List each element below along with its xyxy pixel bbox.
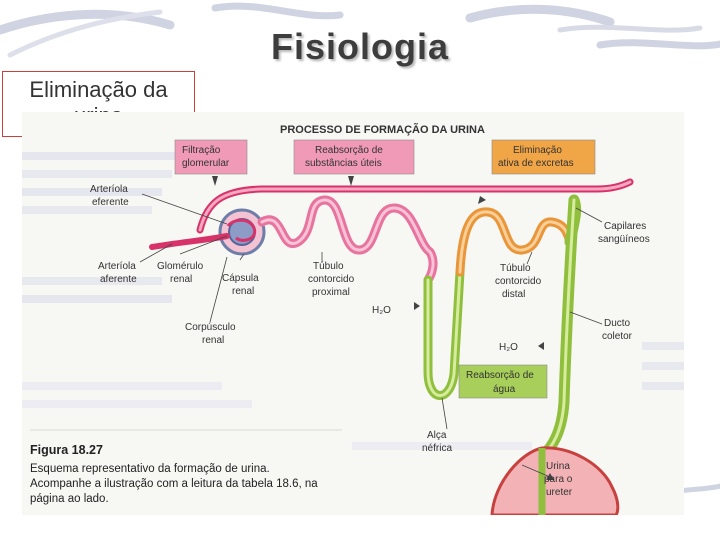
label-ducto-1: Ducto (604, 318, 631, 329)
label-h2o-2: H₂O (499, 342, 518, 353)
label-alca-2: néfrica (422, 443, 452, 454)
label-corpusculo-1: Corpúsculo (185, 322, 236, 333)
label-capsula-1: Cápsula (222, 273, 259, 284)
label-glomerulo-2: renal (170, 274, 192, 285)
label-urina-2: para o (544, 474, 573, 485)
box-filtracao-line-2: glomerular (182, 158, 230, 169)
caption-line-1: Esquema representativo da formação de ur… (30, 463, 270, 475)
caption-label: Figura 18.27 (30, 443, 103, 457)
nephron-diagram: PROCESSO DE FORMAÇÃO DA URINA Filtração … (22, 112, 684, 515)
label-tubulo-proximal-2: contorcido (308, 274, 355, 285)
box-eliminacao-excretas: Eliminação ativa de excretas (492, 140, 595, 174)
label-alca-1: Alça (427, 430, 447, 441)
label-ducto-2: coletor (602, 331, 633, 342)
renal-corpuscle (220, 210, 264, 254)
box-eliminacao-line-1: Eliminação (513, 145, 562, 156)
box-agua-line-2: água (493, 384, 516, 395)
label-arteriola-aferente-2: aferente (100, 274, 137, 285)
label-tubulo-distal-1: Túbulo (500, 263, 531, 274)
box-eliminacao-line-2: ativa de excretas (498, 158, 574, 169)
label-arteriola-eferente-2: eferente (92, 197, 129, 208)
label-tubulo-distal-3: distal (502, 289, 525, 300)
box-reabsorcao-line-1: Reabsorção de (315, 145, 383, 156)
box-reabsorcao-agua: Reabsorção de água (459, 365, 547, 398)
label-tubulo-proximal-3: proximal (312, 287, 350, 298)
slide-title: Fisiologia (0, 26, 720, 68)
urine-formation-figure: PROCESSO DE FORMAÇÃO DA URINA Filtração … (22, 112, 684, 515)
label-arteriola-eferente-1: Arteríola (90, 184, 128, 195)
box-reabsorcao-substancias: Reabsorção de substâncias úteis (294, 140, 414, 174)
figure-caption: Figura 18.27 Esquema representativo da f… (30, 430, 342, 505)
caption-line-2: Acompanhe a ilustração com a leitura da … (30, 478, 318, 490)
box-filtracao-glomerular: Filtração glomerular (175, 140, 247, 174)
label-urina-1: Urina (546, 461, 570, 472)
caption-line-3: página ao lado. (30, 493, 109, 505)
afferent-arteriole (152, 236, 227, 247)
figure-heading: PROCESSO DE FORMAÇÃO DA URINA (280, 123, 485, 136)
label-capilares-2: sangüíneos (598, 234, 650, 245)
label-h2o-1: H₂O (372, 305, 391, 316)
label-urina-3: ureter (546, 487, 573, 498)
label-tubulo-proximal-1: Túbulo (313, 261, 344, 272)
box-agua-line-1: Reabsorção de (466, 370, 534, 381)
subtitle-line-1: Eliminação da (3, 77, 194, 103)
label-tubulo-distal-2: contorcido (495, 276, 542, 287)
box-reabsorcao-line-2: substâncias úteis (305, 158, 382, 169)
label-glomerulo-1: Glomérulo (157, 261, 204, 272)
label-arteriola-aferente-1: Arteríola (98, 261, 136, 272)
box-filtracao-line-1: Filtração (182, 145, 221, 156)
label-capilares-1: Capilares (604, 221, 646, 232)
label-capsula-2: renal (232, 286, 254, 297)
label-corpusculo-2: renal (202, 335, 224, 346)
